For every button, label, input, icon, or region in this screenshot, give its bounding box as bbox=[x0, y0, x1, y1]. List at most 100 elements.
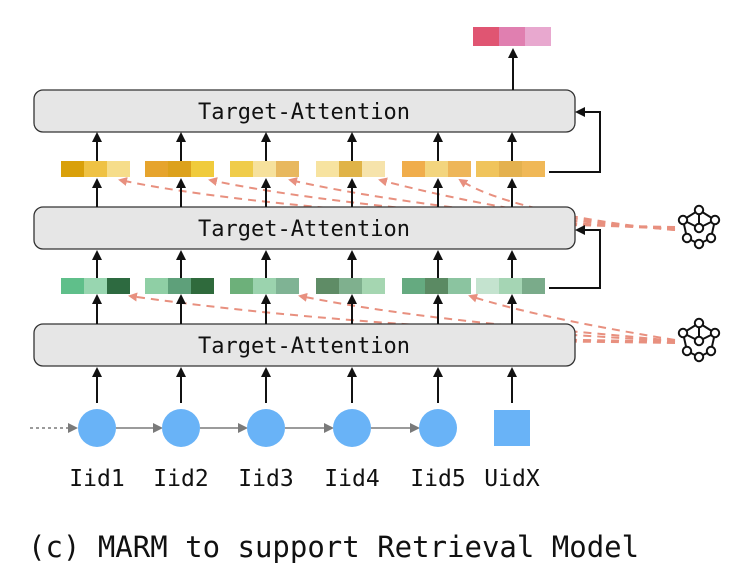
embedding-cell bbox=[402, 278, 425, 294]
output-cell bbox=[499, 27, 525, 46]
graph-node bbox=[677, 327, 689, 339]
embedding-cell bbox=[499, 161, 522, 177]
layer-label: Target-Attention bbox=[198, 334, 410, 359]
embedding-cell bbox=[61, 278, 84, 294]
dashed-link bbox=[468, 293, 676, 341]
figure-caption: (c) MARM to support Retrieval Model bbox=[28, 530, 640, 564]
yellow-embedding-5 bbox=[402, 161, 471, 177]
node-iid3: Iid3 bbox=[238, 409, 294, 492]
graph-node bbox=[705, 232, 717, 244]
embedding-cell bbox=[476, 278, 499, 294]
embedding-cell bbox=[316, 161, 339, 177]
embedding-cell bbox=[276, 161, 299, 177]
embedding-cell bbox=[230, 161, 253, 177]
green-embedding-5 bbox=[402, 278, 471, 294]
graph-node bbox=[677, 214, 689, 226]
embedding-cell bbox=[191, 278, 214, 294]
yellow-embedding-1 bbox=[61, 161, 130, 177]
graph-node bbox=[709, 327, 721, 339]
output-cell bbox=[525, 27, 551, 46]
target-attention-layer-1: Target-Attention bbox=[33, 89, 576, 133]
graph-node bbox=[681, 345, 693, 357]
embedding-cell bbox=[107, 161, 130, 177]
user-node-square bbox=[494, 410, 530, 446]
side-connector-upper bbox=[549, 107, 601, 173]
network-graph-icon bbox=[677, 204, 721, 250]
embedding-cell bbox=[339, 161, 362, 177]
node-iid4: Iid4 bbox=[324, 409, 380, 492]
node-label: Iid2 bbox=[153, 466, 208, 492]
green-embedding-4 bbox=[316, 278, 385, 294]
graph-node bbox=[693, 222, 705, 234]
graph-node bbox=[693, 204, 705, 216]
output-embedding bbox=[473, 27, 551, 46]
embedding-cell bbox=[425, 278, 448, 294]
layer-box bbox=[33, 323, 576, 367]
graph-node bbox=[693, 351, 705, 363]
embedding-cell bbox=[253, 161, 276, 177]
target-attention-layer-2: Target-Attention bbox=[33, 206, 576, 250]
embedding-cell bbox=[448, 278, 471, 294]
embedding-cell bbox=[168, 161, 191, 177]
node-iid5: Iid5 bbox=[410, 409, 466, 492]
embedding-cell bbox=[448, 161, 471, 177]
node-label: Iid3 bbox=[238, 466, 293, 492]
graph-node bbox=[705, 345, 717, 357]
side-connector-lower bbox=[549, 225, 601, 289]
graph-node bbox=[693, 238, 705, 250]
item-node-circle bbox=[162, 409, 200, 447]
item-node-circle bbox=[333, 409, 371, 447]
layer-label: Target-Attention bbox=[198, 217, 410, 242]
embedding-cell bbox=[316, 278, 339, 294]
embedding-cell bbox=[522, 161, 545, 177]
embedding-cell bbox=[522, 278, 545, 294]
embedding-cell bbox=[339, 278, 362, 294]
embedding-cell bbox=[276, 278, 299, 294]
embedding-cell bbox=[168, 278, 191, 294]
embedding-cell bbox=[362, 161, 385, 177]
node-label: Iid1 bbox=[69, 466, 124, 492]
node-iid2: Iid2 bbox=[153, 409, 209, 492]
embedding-cell bbox=[425, 161, 448, 177]
embedding-cell bbox=[230, 278, 253, 294]
node-iid1: Iid1 bbox=[69, 409, 125, 492]
embedding-cell bbox=[145, 278, 168, 294]
green-embedding-2 bbox=[145, 278, 214, 294]
embedding-cell bbox=[191, 161, 214, 177]
output-cell bbox=[473, 27, 499, 46]
item-node-circle bbox=[247, 409, 285, 447]
yellow-embedding-3 bbox=[230, 161, 299, 177]
layer-label: Target-Attention bbox=[198, 100, 410, 125]
embedding-cell bbox=[499, 278, 522, 294]
embedding-cell bbox=[84, 161, 107, 177]
embedding-cell bbox=[362, 278, 385, 294]
embedding-cell bbox=[61, 161, 84, 177]
graph-node bbox=[693, 317, 705, 329]
green-embedding-1 bbox=[61, 278, 130, 294]
green-embedding-3 bbox=[230, 278, 299, 294]
item-node-circle bbox=[78, 409, 116, 447]
embedding-cell bbox=[145, 161, 168, 177]
embedding-cell bbox=[107, 278, 130, 294]
graph-node bbox=[693, 335, 705, 347]
embedding-cell bbox=[253, 278, 276, 294]
node-label: Iid5 bbox=[410, 466, 465, 492]
yellow-embedding-6 bbox=[476, 161, 545, 177]
graph-node bbox=[681, 232, 693, 244]
target-attention-layer-3: Target-Attention bbox=[33, 323, 576, 367]
dashed-retrieval-links bbox=[118, 177, 676, 344]
node-label: UidX bbox=[484, 466, 540, 492]
arrows bbox=[30, 48, 601, 433]
network-graph-icon bbox=[677, 317, 721, 363]
yellow-embedding-4 bbox=[316, 161, 385, 177]
embedding-cell bbox=[476, 161, 499, 177]
graph-node bbox=[709, 214, 721, 226]
green-embedding-6 bbox=[476, 278, 545, 294]
node-uidx: UidX bbox=[484, 410, 540, 492]
embedding-cell bbox=[402, 161, 425, 177]
item-node-circle bbox=[419, 409, 457, 447]
yellow-embedding-2 bbox=[145, 161, 214, 177]
embedding-cell bbox=[84, 278, 107, 294]
node-label: Iid4 bbox=[324, 466, 379, 492]
